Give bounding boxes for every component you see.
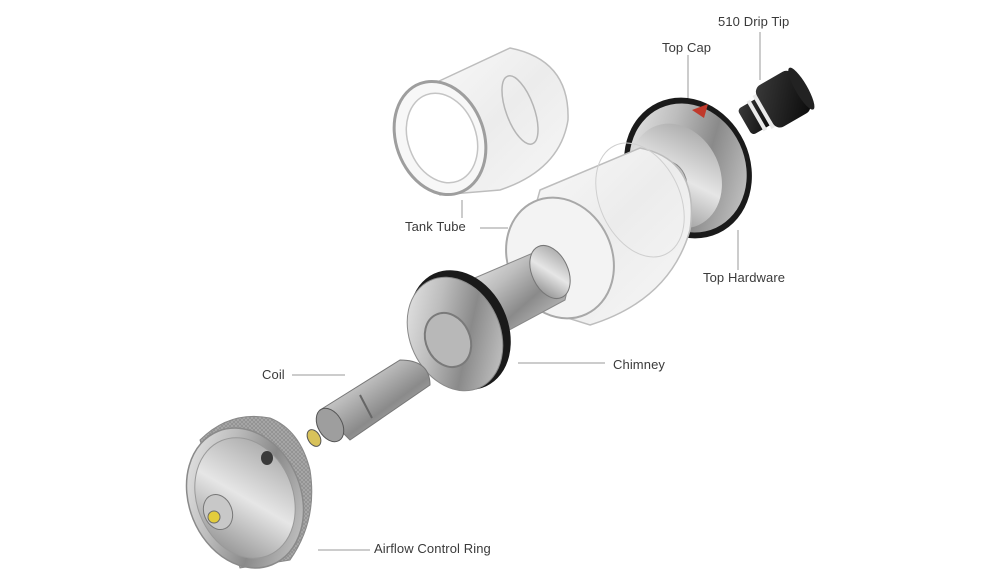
leader-lines [292,32,761,551]
chimney-part [406,245,571,392]
label-coil: Coil [262,367,285,382]
label-tank-tube: Tank Tube [405,219,466,234]
label-top-cap: Top Cap [662,40,712,55]
airflow-ring-part [185,415,313,569]
label-airflow-control-ring: Airflow Control Ring [374,541,491,556]
label-top-hardware: Top Hardware [703,270,786,285]
bubble-glass-part [392,47,569,197]
drip-tip-part [738,67,815,135]
coil-part [306,359,431,447]
label-drip-tip: 510 Drip Tip [718,14,790,29]
label-chimney: Chimney [613,357,665,372]
